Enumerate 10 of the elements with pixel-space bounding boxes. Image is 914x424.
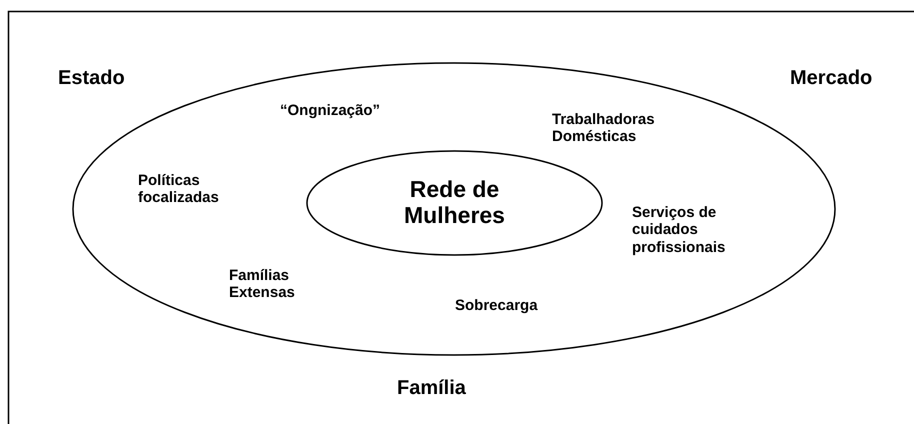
item-label: Serviços de cuidados profissionais bbox=[632, 204, 726, 256]
sector-label: Família bbox=[397, 377, 466, 400]
item-label: Famílias Extensas bbox=[229, 267, 296, 302]
item-label: “Ongnização” bbox=[280, 102, 380, 120]
sector-label: Mercado bbox=[790, 67, 872, 90]
item-label: Sobrecarga bbox=[455, 297, 538, 314]
item-label: Políticas focalizadas bbox=[138, 172, 220, 206]
sector-label: Estado bbox=[58, 67, 125, 90]
item-label: Trabalhadoras Domésticas bbox=[552, 111, 656, 146]
center-label: Rede de Mulheres bbox=[403, 177, 506, 228]
